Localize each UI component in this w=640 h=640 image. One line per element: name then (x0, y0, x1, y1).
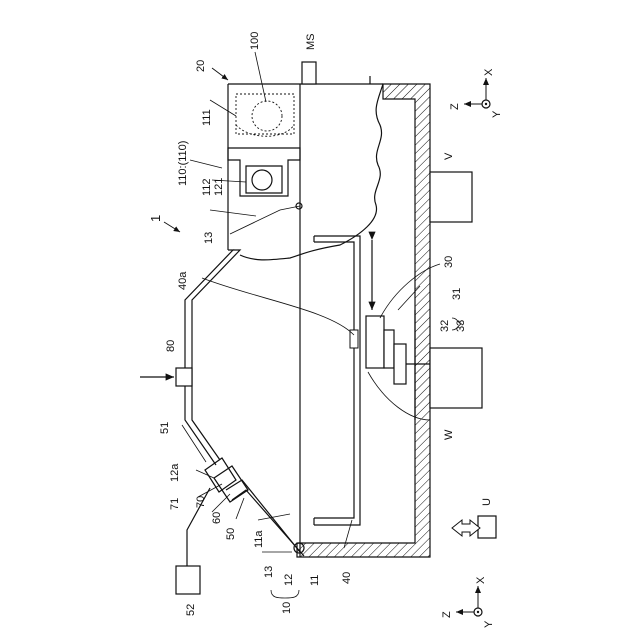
port-80 (176, 368, 192, 386)
label-51: 51 (159, 422, 171, 434)
label-u: U (481, 498, 493, 506)
label-12a: 12a (169, 463, 181, 482)
leader-lines (182, 52, 440, 552)
label-80: 80 (165, 340, 177, 352)
cutaway-line (240, 84, 383, 260)
label-50: 50 (225, 528, 237, 540)
assembly-30 (366, 316, 406, 384)
label-60: 60 (211, 512, 223, 524)
label-110: 110:(110) (177, 141, 189, 186)
label-v: V (443, 152, 455, 160)
label-100: 100 (249, 32, 261, 50)
label-71: 71 (169, 498, 181, 510)
unit-52 (176, 566, 200, 594)
axis-label-z-bottom: Z (441, 611, 453, 618)
axis-label-x-top: X (483, 68, 495, 76)
label-32: 32 (439, 320, 451, 332)
label-30: 30 (443, 256, 455, 268)
axis-label-y-bottom: Y (483, 620, 495, 628)
label-70: 70 (195, 496, 207, 508)
unit-100 (236, 94, 294, 136)
unit-v (430, 172, 472, 222)
label-13-top: 13 (203, 232, 215, 244)
bracket-10 (271, 590, 299, 598)
axis-indicator-bottom (456, 586, 482, 616)
label-52: 52 (185, 604, 197, 616)
stage-40 (314, 236, 360, 525)
unit-33 (430, 348, 482, 408)
label-11: 11 (309, 575, 321, 586)
axis-label-z-top: Z (449, 103, 461, 110)
label-1: 1 (148, 215, 163, 222)
label-31: 31 (451, 288, 463, 300)
label-33: 33 (455, 320, 467, 332)
unit-110 (228, 148, 300, 196)
unit-u (478, 516, 496, 538)
axis-label-y-top: Y (491, 110, 503, 118)
label-12: 12 (283, 574, 295, 586)
label-40: 40 (341, 572, 353, 584)
label-10: 10 (281, 602, 293, 614)
label-w: W (443, 429, 455, 440)
label-121: 121 (213, 178, 225, 196)
label-13-bottom: 13 (263, 566, 275, 578)
axis-indicator-top (464, 78, 490, 108)
ms-sensor (302, 62, 316, 84)
label-20: 20 (195, 60, 207, 72)
label-ms: MS (305, 34, 317, 51)
label-11a: 11a (253, 530, 265, 548)
label-112: 112 (201, 178, 213, 196)
label-111: 111 (201, 109, 213, 126)
chamber-wall (297, 84, 430, 557)
axis-label-x-bottom: X (475, 576, 487, 584)
labels: 20 100 MS 111 110:(110) 112 121 1 13 40a… (148, 32, 503, 628)
transfer-arrow (452, 520, 480, 536)
label-40a: 40a (177, 271, 189, 290)
